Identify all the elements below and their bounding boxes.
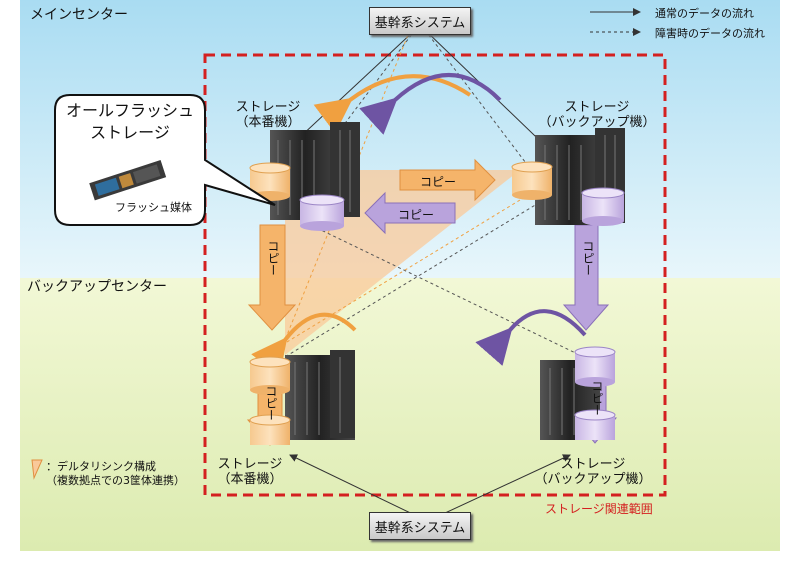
copy-label-right: コピー [420,175,457,189]
disk-main-backup-orange [511,161,553,200]
storage-scope-border [203,53,667,497]
disk-main-primary-purple [299,194,345,231]
core-system-bottom: 基幹系システム [369,512,471,540]
copy-arrow-left [364,191,456,235]
main-center-label: メインセンター [30,7,128,23]
rack-backup-primary [285,350,355,440]
storage-main-primary-label: ストレージ （本番機） [228,100,308,130]
callout-title-line2: ストレージ [90,123,170,142]
disk-backup-backup [574,346,616,440]
copy-arrow-right [399,158,496,202]
storage-backup-primary-line1: ストレージ [217,457,283,472]
storage-backup-backup-line2: （バックアップ機） [534,472,652,487]
flash-media-image [89,160,167,201]
copy-label-down-left: コピー [266,240,280,276]
backup-center-area [20,278,780,551]
delta-note-line2: （複数拠点での3筐体連携） [46,474,185,487]
storage-scope-label: ストレージ関連範囲 [545,502,653,516]
failover-arrow-top-purple [359,73,502,135]
flash-media-label: フラッシュ媒体 [115,201,192,214]
callout-title: オールフラッシュ ストレージ [62,100,198,144]
failover-arrow-lower-orange [251,312,357,377]
copy-label-down-right: コピー [581,240,595,276]
copy-label-lower-left: コピー [264,385,278,421]
storage-backup-primary-label: ストレージ （本番機） [210,457,290,487]
copy-label-lower-right: コピー [590,380,604,416]
core-system-top: 基幹系システム [369,7,471,35]
backup-center-label: バックアップセンター [27,279,167,295]
storage-main-primary-line1: ストレージ [235,100,301,115]
storage-backup-backup-line1: ストレージ [560,457,626,472]
failover-arrow-top-orange [313,74,472,134]
legend-failure: 障害時のデータの流れ [655,27,765,40]
disk-main-backup-purple [581,187,625,226]
delta-resync-icon [31,459,43,480]
failover-arrow-lower-purple [475,309,587,366]
storage-main-backup-label: ストレージ （バックアップ機） [532,100,662,130]
legend-normal: 通常のデータの流れ [655,7,754,20]
copy-arrow-down-left [247,224,297,331]
delta-note-line1: ：デルタリシンク構成 [46,460,156,473]
disk-backup-primary [249,356,291,445]
copy-arrow-down-right [562,224,610,331]
storage-backup-backup-label: ストレージ （バックアップ機） [528,457,658,487]
storage-main-backup-line2: （バックアップ機） [538,115,656,130]
storage-backup-primary-line2: （本番機） [217,472,283,487]
copy-label-left: コピー [398,208,435,222]
callout-title-line1: オールフラッシュ [65,101,194,120]
storage-main-primary-line2: （本番機） [235,115,301,130]
storage-main-backup-line1: ストレージ [564,100,630,115]
